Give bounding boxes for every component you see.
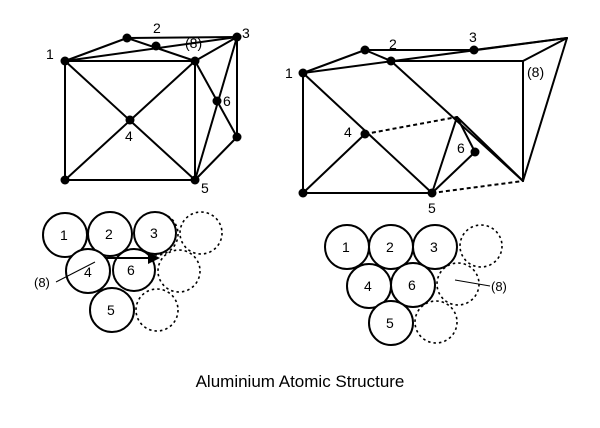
- left-cube-node-2: [151, 41, 161, 51]
- right-cube-label-6: 6: [457, 140, 465, 156]
- left-atom-label-6: 6: [127, 262, 135, 278]
- right-cube-diagram: 1 2 3 (8) 4 6 5: [285, 29, 568, 216]
- right-atom-label-1: 1: [342, 239, 350, 255]
- right-cube-node-6: [470, 147, 480, 157]
- left-atom-label-8: (8): [34, 275, 50, 290]
- left-cube-node: [122, 33, 132, 43]
- right-atom-3: [412, 224, 458, 270]
- right-atom-6: [390, 262, 436, 308]
- left-atom-5: [89, 287, 135, 333]
- right-cube-node: [298, 188, 308, 198]
- left-cube-edge: [126, 36, 238, 39]
- left-atom-layer: 1 2 3 4 6 5 (8): [34, 211, 223, 333]
- left-cube-label-3: 3: [242, 25, 250, 41]
- right-cube-edge: [522, 37, 568, 62]
- left-cube-diagonal: [126, 37, 196, 62]
- right-atom-label-2: 2: [386, 239, 394, 255]
- right-atom-hidden: [414, 300, 458, 344]
- left-atom-hidden: [179, 211, 223, 255]
- right-cube-diagonal: [302, 133, 366, 194]
- left-cube-node: [60, 175, 70, 185]
- right-cube-label-8: (8): [527, 64, 544, 80]
- right-atom-5: [368, 300, 414, 346]
- left-cube-diagram: 1 2 (8) 3 6 4 5: [46, 20, 250, 196]
- figure-caption: Aluminium Atomic Structure: [195, 372, 405, 391]
- left-cube-node-5: [190, 175, 200, 185]
- right-atom-hidden: [436, 262, 480, 306]
- right-cube-label-1: 1: [285, 65, 293, 81]
- right-cube-hidden-edge: [431, 180, 524, 194]
- left-cube-node: [190, 56, 200, 66]
- left-atom-label-4: 4: [84, 264, 92, 280]
- right-atom-label-3: 3: [430, 239, 438, 255]
- left-atom-hidden: [135, 212, 179, 256]
- right-cube-label-4: 4: [344, 124, 352, 140]
- left-atom-3: [133, 211, 177, 255]
- right-cube-node-2: [386, 56, 396, 66]
- right-atom-label-4: 4: [364, 278, 372, 294]
- left-atom-4: [65, 248, 111, 294]
- right-cube-edge: [364, 49, 392, 62]
- right-cube-node: [360, 45, 370, 55]
- right-cube-edge: [456, 116, 476, 153]
- left-cube-label-1: 1: [46, 46, 54, 62]
- left-atom-label-3: 3: [150, 225, 158, 241]
- right-cube-edge: [302, 37, 568, 74]
- right-atom-layer: 1 2 3 4 6 5 (8): [324, 224, 507, 346]
- right-cube-hidden-edge: [364, 116, 458, 135]
- right-atom-label-8: (8): [491, 279, 507, 294]
- left-atom-label-5: 5: [107, 302, 115, 318]
- left-cube-label-6: 6: [223, 93, 231, 109]
- left-atom-hidden: [157, 249, 201, 293]
- left-cube-node-1: [60, 56, 70, 66]
- left-cube-label-5: 5: [201, 180, 209, 196]
- left-cube-node: [232, 132, 242, 142]
- left-cube-label-2: 2: [153, 20, 161, 36]
- left-cube-edge: [194, 36, 238, 62]
- right-cube-edge: [431, 151, 476, 194]
- left-cube-node-6: [212, 96, 222, 106]
- left-atom-arrowhead: [148, 252, 160, 264]
- right-atom-leader: [454, 279, 491, 287]
- left-cube-diagonal: [194, 36, 238, 181]
- left-cube-diagonal: [64, 36, 238, 62]
- left-atom-label-1: 1: [60, 227, 68, 243]
- right-cube-label-3: 3: [469, 29, 477, 45]
- left-cube-edge: [64, 37, 128, 62]
- right-atom-hidden: [459, 224, 503, 268]
- right-cube-label-5: 5: [428, 200, 436, 216]
- left-cube-label-8: (8): [185, 35, 202, 51]
- right-cube-label-2: 2: [389, 36, 397, 52]
- left-atom-6: [112, 248, 156, 292]
- right-cube-node-5: [427, 188, 437, 198]
- right-cube-node-4: [360, 129, 370, 139]
- right-cube-node-1: [298, 68, 308, 78]
- right-atom-label-5: 5: [386, 315, 394, 331]
- left-cube-node-4: [125, 115, 135, 125]
- right-cube-edge: [302, 49, 366, 74]
- left-atom-2: [87, 211, 133, 257]
- left-atom-leader: [55, 261, 96, 283]
- right-cube-edge: [522, 37, 568, 182]
- left-cube-node-3: [232, 32, 242, 42]
- left-cube-label-4: 4: [125, 128, 133, 144]
- right-atom-label-6: 6: [408, 277, 416, 293]
- right-cube-node-3: [469, 45, 479, 55]
- left-atom-1: [42, 212, 88, 258]
- left-atom-label-2: 2: [105, 226, 113, 242]
- left-cube-edge: [194, 136, 238, 181]
- right-cube-edge: [431, 116, 458, 194]
- left-atom-hidden: [135, 288, 179, 332]
- right-cube-edge: [456, 116, 524, 182]
